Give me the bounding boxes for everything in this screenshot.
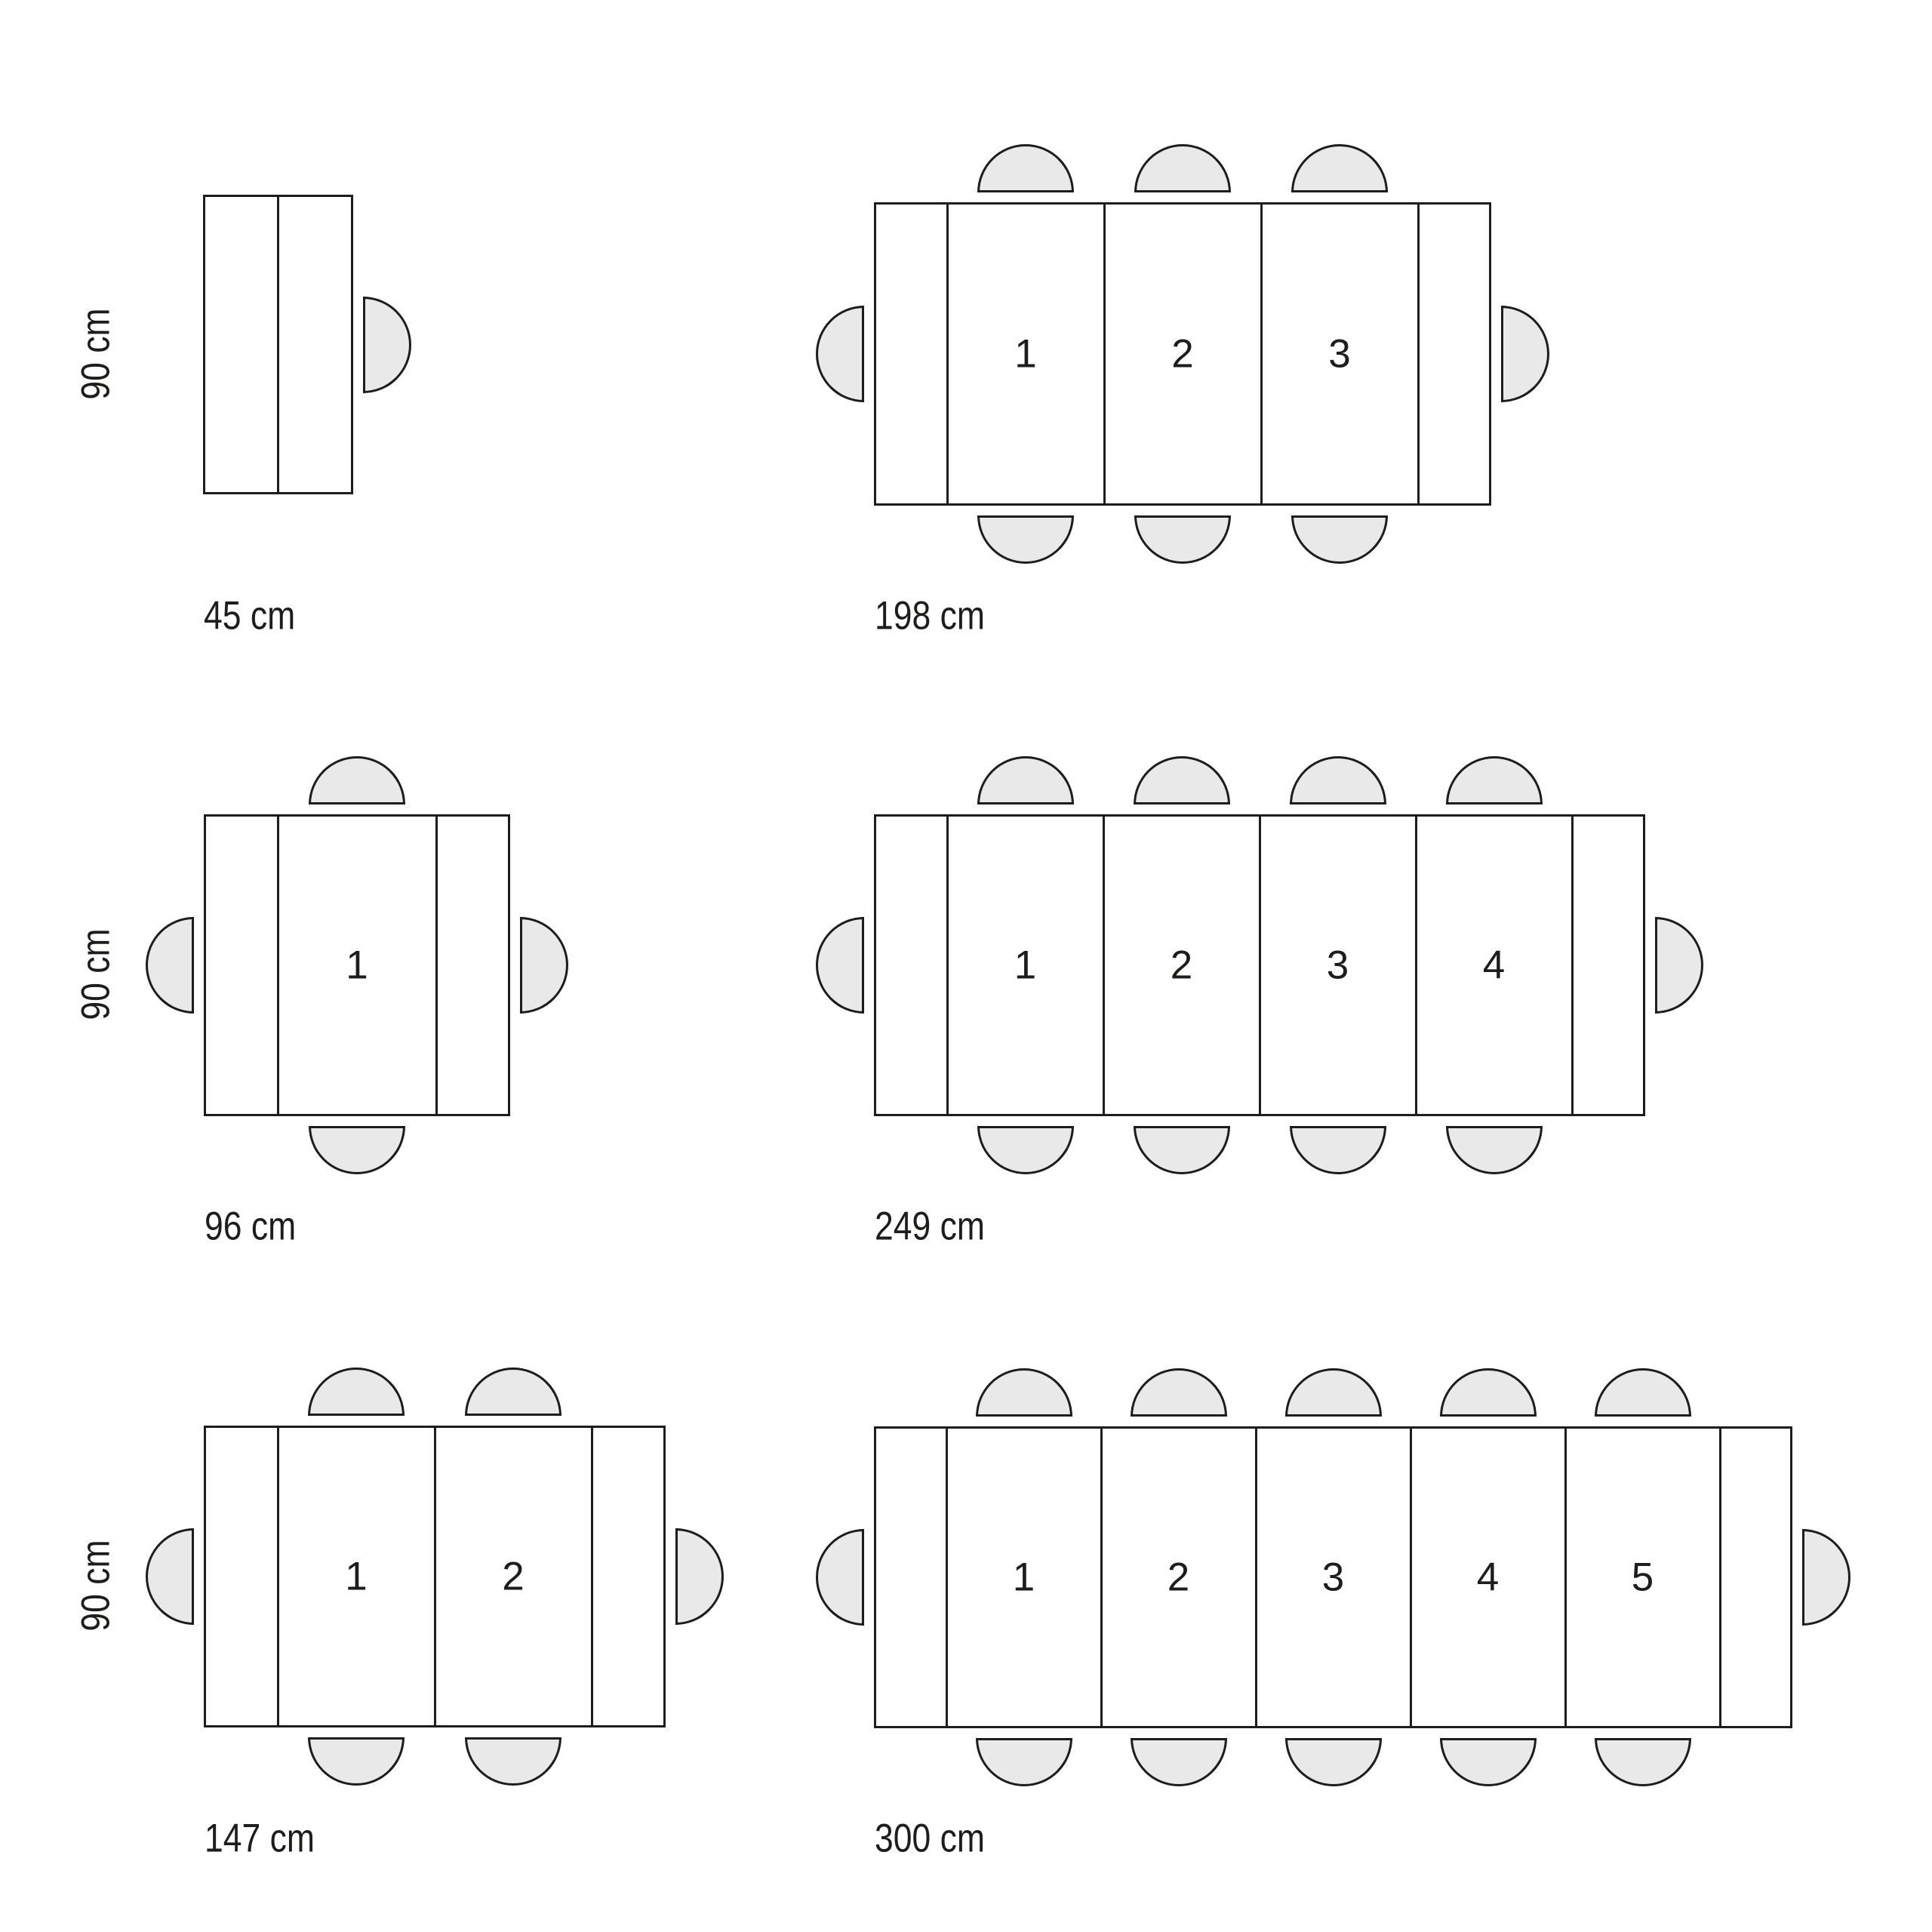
- table-300-divider: [1564, 1426, 1567, 1728]
- seat-icon: [1133, 756, 1230, 804]
- table-96-divider: [276, 814, 279, 1116]
- leaf-number: 4: [1476, 1555, 1500, 1600]
- table-147-divider: [590, 1426, 593, 1727]
- table-45-divider: [277, 195, 279, 494]
- seat-icon: [977, 1126, 1074, 1174]
- table-198-divider: [1260, 202, 1263, 506]
- seat-icon: [975, 1738, 1072, 1786]
- seat-icon: [465, 1737, 561, 1786]
- leaf-number: 5: [1631, 1555, 1654, 1600]
- size-label: 45 cm: [204, 593, 296, 638]
- seat-icon: [977, 756, 1074, 804]
- seat-icon: [1655, 917, 1703, 1014]
- seat-icon: [363, 296, 411, 393]
- leaf-number: 4: [1482, 943, 1506, 988]
- table-198-divider: [946, 202, 949, 506]
- seat-icon: [1439, 1368, 1537, 1417]
- depth-label: 90 cm: [73, 928, 118, 1020]
- table-147-divider: [433, 1426, 436, 1727]
- leaf-number: 1: [1014, 331, 1037, 377]
- table-96-divider: [435, 814, 438, 1116]
- seat-icon: [816, 306, 864, 402]
- table-249-divider: [1258, 814, 1261, 1116]
- seat-icon: [1134, 515, 1231, 564]
- leaf-number: 2: [1167, 1555, 1190, 1600]
- seat-icon: [1445, 1126, 1543, 1174]
- leaf-number: 1: [346, 943, 368, 988]
- seat-icon: [816, 917, 864, 1014]
- seat-icon: [1291, 144, 1388, 192]
- depth-label: 90 cm: [73, 1540, 118, 1632]
- table-300-divider: [1100, 1426, 1103, 1728]
- table-249-divider: [1414, 814, 1417, 1116]
- seat-icon: [1594, 1368, 1691, 1417]
- table-198-divider: [1103, 202, 1106, 506]
- table-198-divider: [1417, 202, 1420, 506]
- leaf-number: 3: [1326, 943, 1349, 988]
- depth-label: 90 cm: [73, 307, 118, 400]
- seat-icon: [977, 144, 1074, 192]
- size-label: 147 cm: [205, 1816, 315, 1861]
- seat-icon: [1289, 1126, 1386, 1174]
- leaf-number: 3: [1328, 331, 1351, 377]
- seat-icon: [1289, 756, 1386, 804]
- seat-icon: [1134, 144, 1231, 192]
- table-198: [874, 202, 1491, 506]
- seat-icon: [816, 1529, 864, 1626]
- seat-icon: [1284, 1738, 1382, 1786]
- seat-icon: [1291, 515, 1388, 564]
- seat-icon: [465, 1367, 561, 1416]
- table-300-divider: [1409, 1426, 1412, 1728]
- seat-icon: [308, 1737, 405, 1786]
- size-label: 198 cm: [875, 593, 986, 638]
- seat-icon: [308, 1367, 405, 1416]
- leaf-number: 2: [1170, 943, 1193, 988]
- seat-icon: [975, 1368, 1072, 1417]
- table-249-divider: [946, 814, 949, 1116]
- table-300-divider: [945, 1426, 948, 1728]
- seat-icon: [1445, 756, 1543, 804]
- table-300-divider: [1718, 1426, 1721, 1728]
- leaf-number: 1: [345, 1554, 368, 1599]
- seat-icon: [1130, 1368, 1227, 1417]
- seat-icon: [1133, 1126, 1230, 1174]
- seat-icon: [309, 756, 405, 804]
- table-249-divider: [1571, 814, 1574, 1116]
- seat-icon: [1130, 1738, 1227, 1786]
- leaf-number: 2: [1171, 331, 1194, 377]
- size-label: 249 cm: [875, 1204, 986, 1249]
- leaf-number: 1: [1014, 943, 1037, 988]
- seat-icon: [520, 917, 568, 1014]
- seat-icon: [1594, 1738, 1691, 1786]
- seat-icon: [1439, 1738, 1537, 1786]
- table-147-divider: [276, 1426, 279, 1727]
- seat-icon: [977, 515, 1074, 564]
- table-300: [874, 1426, 1792, 1728]
- table-249-divider: [1102, 814, 1105, 1116]
- seat-icon: [309, 1126, 405, 1174]
- seat-icon: [146, 917, 194, 1014]
- leaf-number: 1: [1012, 1555, 1035, 1600]
- seat-icon: [675, 1528, 724, 1625]
- leaf-number: 2: [502, 1554, 525, 1599]
- size-label: 96 cm: [205, 1204, 297, 1249]
- seat-icon: [1802, 1529, 1850, 1626]
- table-300-divider: [1254, 1426, 1257, 1728]
- leaf-number: 3: [1321, 1555, 1345, 1600]
- seat-icon: [146, 1528, 194, 1625]
- seat-icon: [1284, 1368, 1382, 1417]
- seat-icon: [1501, 306, 1549, 402]
- size-label: 300 cm: [875, 1816, 986, 1861]
- table-96: [204, 814, 510, 1116]
